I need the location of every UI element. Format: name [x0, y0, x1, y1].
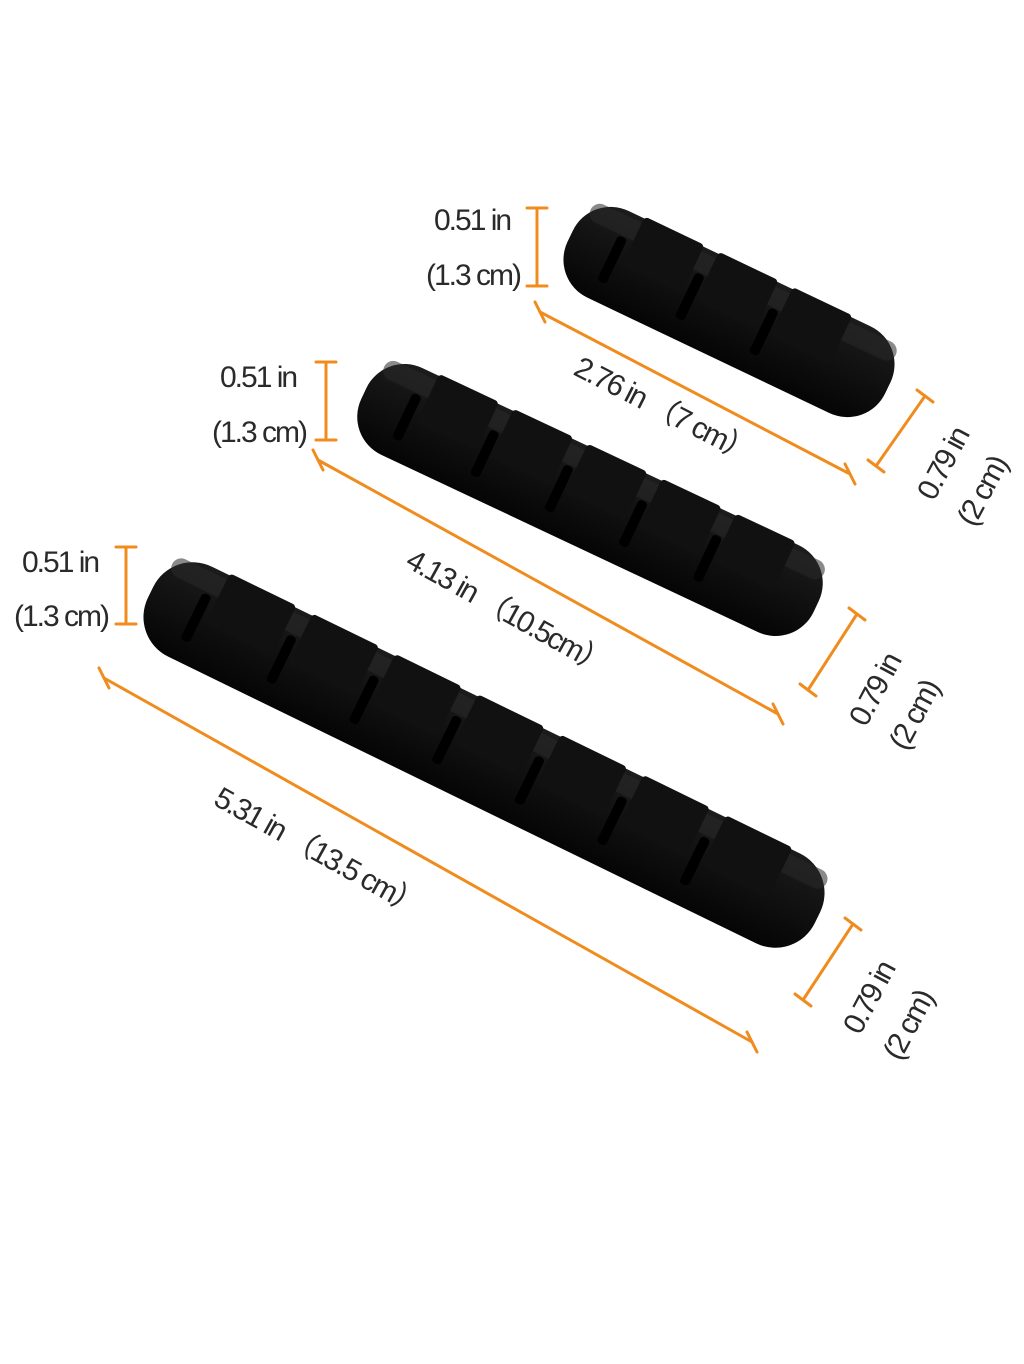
medium-holder-teeth — [393, 375, 795, 590]
medium-length-dimension-line — [311, 448, 785, 726]
medium-width-dimension-line — [798, 606, 867, 698]
large-holder-teeth — [181, 574, 792, 897]
small-height-dimension-line — [525, 206, 549, 288]
large-length-label: 5.31 in （13.5 cm） — [209, 781, 427, 922]
small-height-in-label: 0.51 in — [434, 204, 510, 237]
large-width-dimension-line — [793, 916, 863, 1008]
dimension-lines — [97, 206, 935, 1054]
large-height-cm-label: (1.3 cm) — [14, 600, 109, 633]
medium-height-dimension-line — [314, 360, 338, 442]
medium-cable-holder — [357, 360, 825, 636]
medium-height-in-label: 0.51 in — [220, 361, 296, 394]
large-height-dimension-line — [114, 545, 138, 626]
small-holder-teeth — [598, 217, 852, 363]
large-cable-holder — [143, 558, 828, 948]
small-width-dimension-line — [866, 388, 935, 474]
small-cable-holder — [563, 203, 897, 418]
large-height-in-label: 0.51 in — [22, 546, 98, 579]
medium-height-cm-label: (1.3 cm) — [212, 416, 307, 449]
large-length-dimension-line — [97, 666, 759, 1054]
small-height-cm-label: (1.3 cm) — [426, 259, 521, 292]
small-length-dimension-line — [533, 300, 857, 486]
